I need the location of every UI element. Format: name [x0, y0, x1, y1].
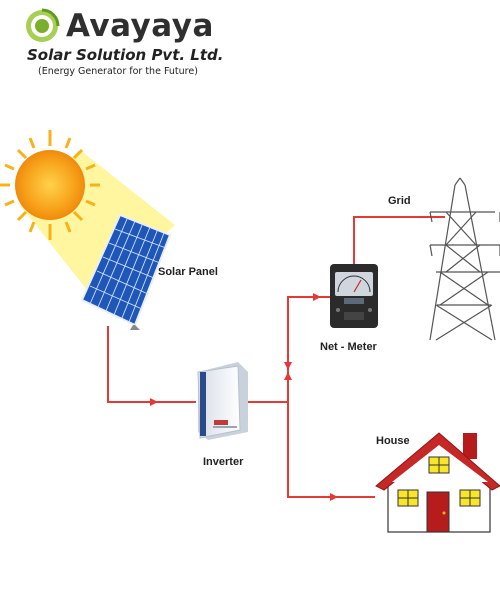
inverter-icon [197, 362, 248, 440]
brand-tagline: (Energy Generator for the Future) [38, 66, 198, 77]
house-icon [375, 432, 500, 533]
wiring [107, 216, 445, 498]
brand-subtitle: Solar Solution Pvt. Ltd. [27, 46, 224, 64]
power-tower-icon [429, 177, 500, 341]
grid-label: Grid [388, 195, 411, 207]
wire-arrows [150, 293, 338, 501]
solar-panel-icon [80, 213, 172, 330]
net-meter-label: Net - Meter [320, 341, 378, 353]
solar-panel-label: Solar Panel [158, 266, 218, 278]
house-label: House [376, 435, 410, 447]
logo-icon [26, 8, 60, 42]
sun-icon [0, 130, 100, 240]
inverter-label: Inverter [203, 456, 244, 468]
brand-name: Avayaya [66, 8, 214, 44]
net-meter-icon [330, 264, 378, 328]
